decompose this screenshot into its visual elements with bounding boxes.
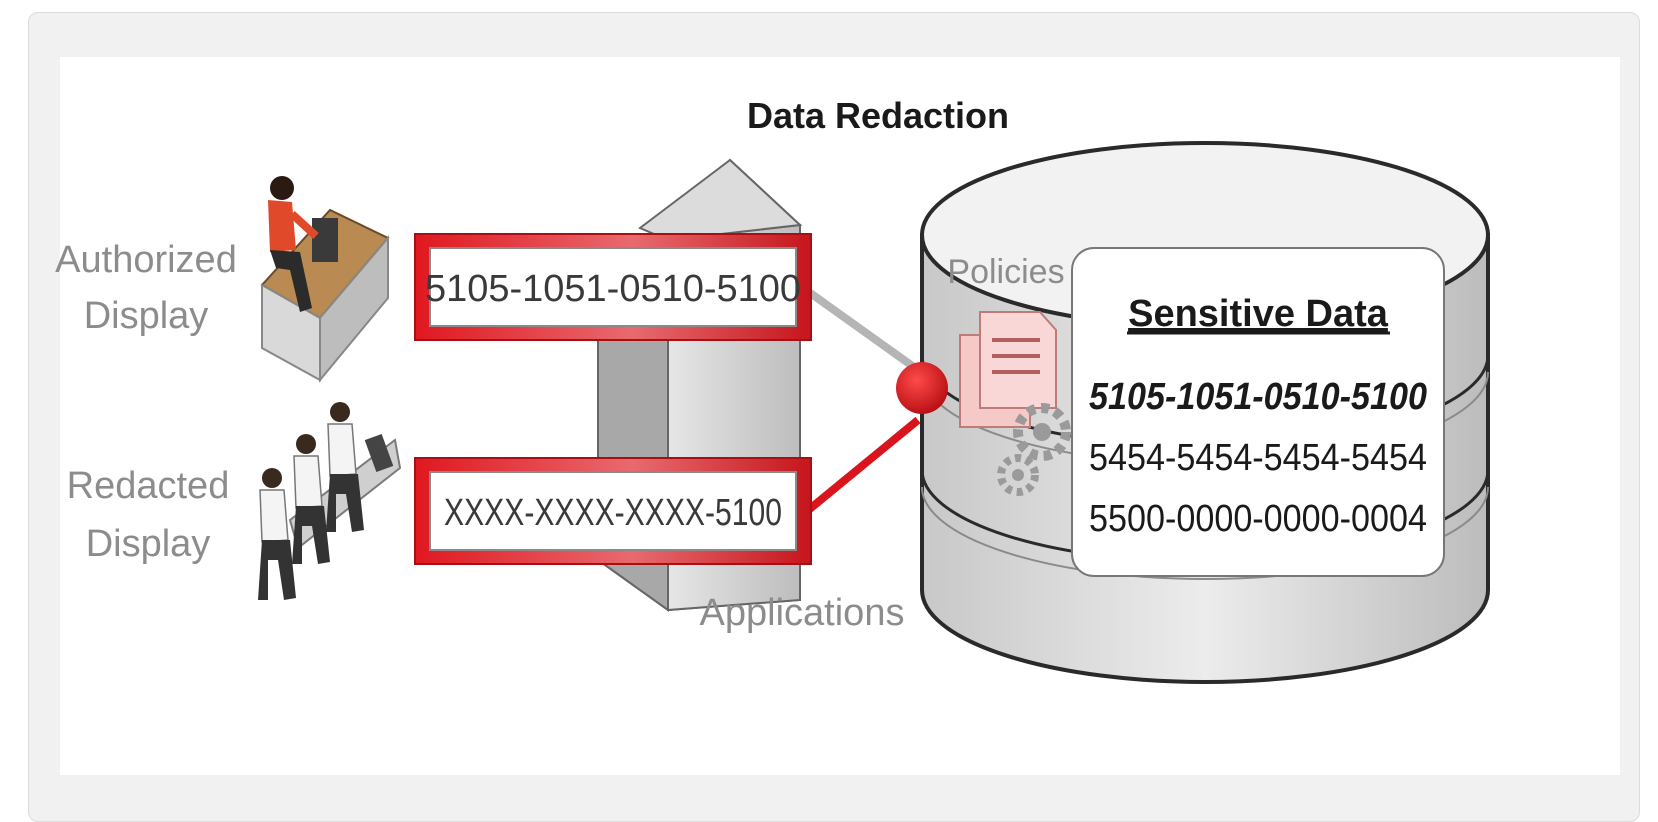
redacted-connector-line bbox=[803, 416, 921, 516]
redacted-label-line2: Display bbox=[86, 523, 211, 565]
sensitive-data-heading: Sensitive Data bbox=[1128, 293, 1389, 335]
diagram-title: Data Redaction bbox=[747, 95, 1009, 136]
redacted-display-label: Redacted Display bbox=[67, 465, 230, 565]
applications-label: Applications bbox=[700, 592, 905, 634]
gear-icon bbox=[997, 403, 1071, 496]
authorized-value-card: 5105-1051-0510-5100 bbox=[414, 233, 812, 341]
sensitive-data-row: 5454-5454-5454-5454 bbox=[1089, 437, 1427, 479]
authorized-label-line2: Display bbox=[84, 295, 209, 337]
person-at-desk-icon bbox=[260, 176, 390, 383]
authorized-display-label: Authorized Display bbox=[55, 239, 237, 337]
group-at-desks-icon bbox=[258, 402, 402, 600]
redacted-value: XXXX-XXXX-XXXX-5100 bbox=[444, 492, 782, 534]
sensitive-data-row: 5105-1051-0510-5100 bbox=[1089, 376, 1427, 418]
connection-node-icon bbox=[896, 362, 948, 414]
redacted-value-card: XXXX-XXXX-XXXX-5100 bbox=[414, 457, 812, 565]
policies-label: Policies bbox=[947, 253, 1064, 291]
policy-document-icon bbox=[959, 311, 1057, 428]
authorized-value: 5105-1051-0510-5100 bbox=[425, 268, 801, 310]
authorized-connector-line bbox=[803, 286, 921, 374]
sensitive-data-panel: Sensitive Data 5105-1051-0510-5100 5454-… bbox=[1071, 247, 1445, 577]
sensitive-data-row: 5500-0000-0000-0004 bbox=[1089, 498, 1427, 540]
redacted-label-line1: Redacted bbox=[67, 465, 230, 507]
authorized-label-line1: Authorized bbox=[55, 239, 237, 281]
